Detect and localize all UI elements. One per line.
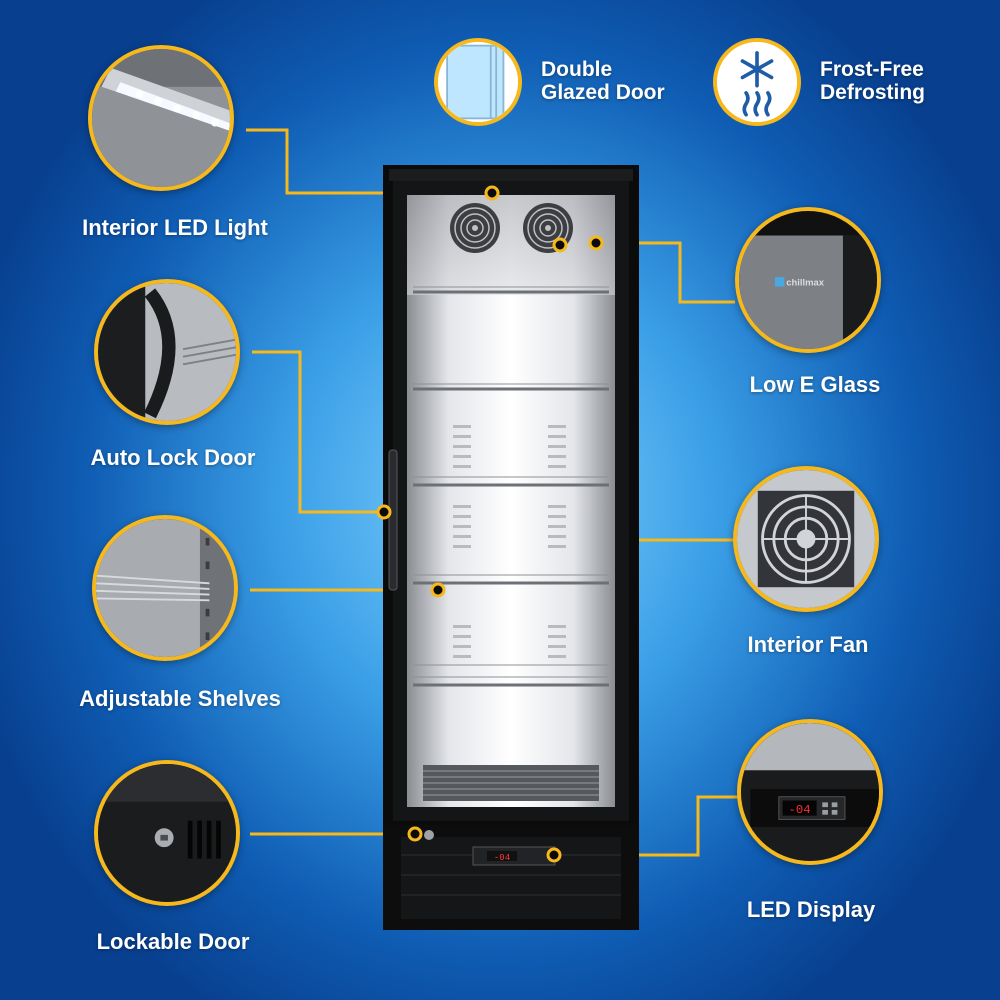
adjustable-shelves-label: Adjustable Shelves [79, 686, 281, 711]
led-display-reading: -04 [789, 803, 811, 817]
low-e-glass-label: Low E Glass [749, 372, 881, 397]
low-e-glass-image: chillmax [735, 207, 881, 353]
double-glazed-door-badge [434, 38, 522, 126]
lockable-door-image [94, 760, 240, 906]
adjustable-shelves-image [92, 515, 238, 661]
frost-free-badge [713, 38, 801, 126]
double-glazed-door-label: Double Glazed Door [541, 58, 665, 104]
interior-fan-label: Interior Fan [747, 632, 869, 657]
led-display-label: LED Display [746, 897, 876, 922]
double-glazed-line2: Glazed Door [541, 81, 665, 104]
led-display-image: -04 [737, 719, 883, 865]
interior-led-light-image [88, 45, 234, 191]
brand-logo-text: chillmax [786, 278, 825, 289]
callout-line-auto-lock [252, 350, 384, 514]
auto-lock-door-image [94, 279, 240, 425]
auto-lock-door-label: Auto Lock Door [90, 445, 256, 470]
frost-free-line2: Defrosting [820, 81, 925, 104]
lockable-door-label: Lockable Door [96, 929, 250, 954]
svg-text:-04: -04 [494, 853, 510, 863]
interior-led-light-label: Interior LED Light [82, 215, 268, 240]
interior-fan-image [733, 466, 879, 612]
frost-free-label: Frost-Free Defrosting [820, 58, 925, 104]
snowflake-icon [717, 42, 797, 122]
fridge-illustration: -04 [383, 165, 639, 930]
frost-free-line1: Frost-Free [820, 58, 924, 81]
double-glazed-line1: Double [541, 58, 613, 81]
